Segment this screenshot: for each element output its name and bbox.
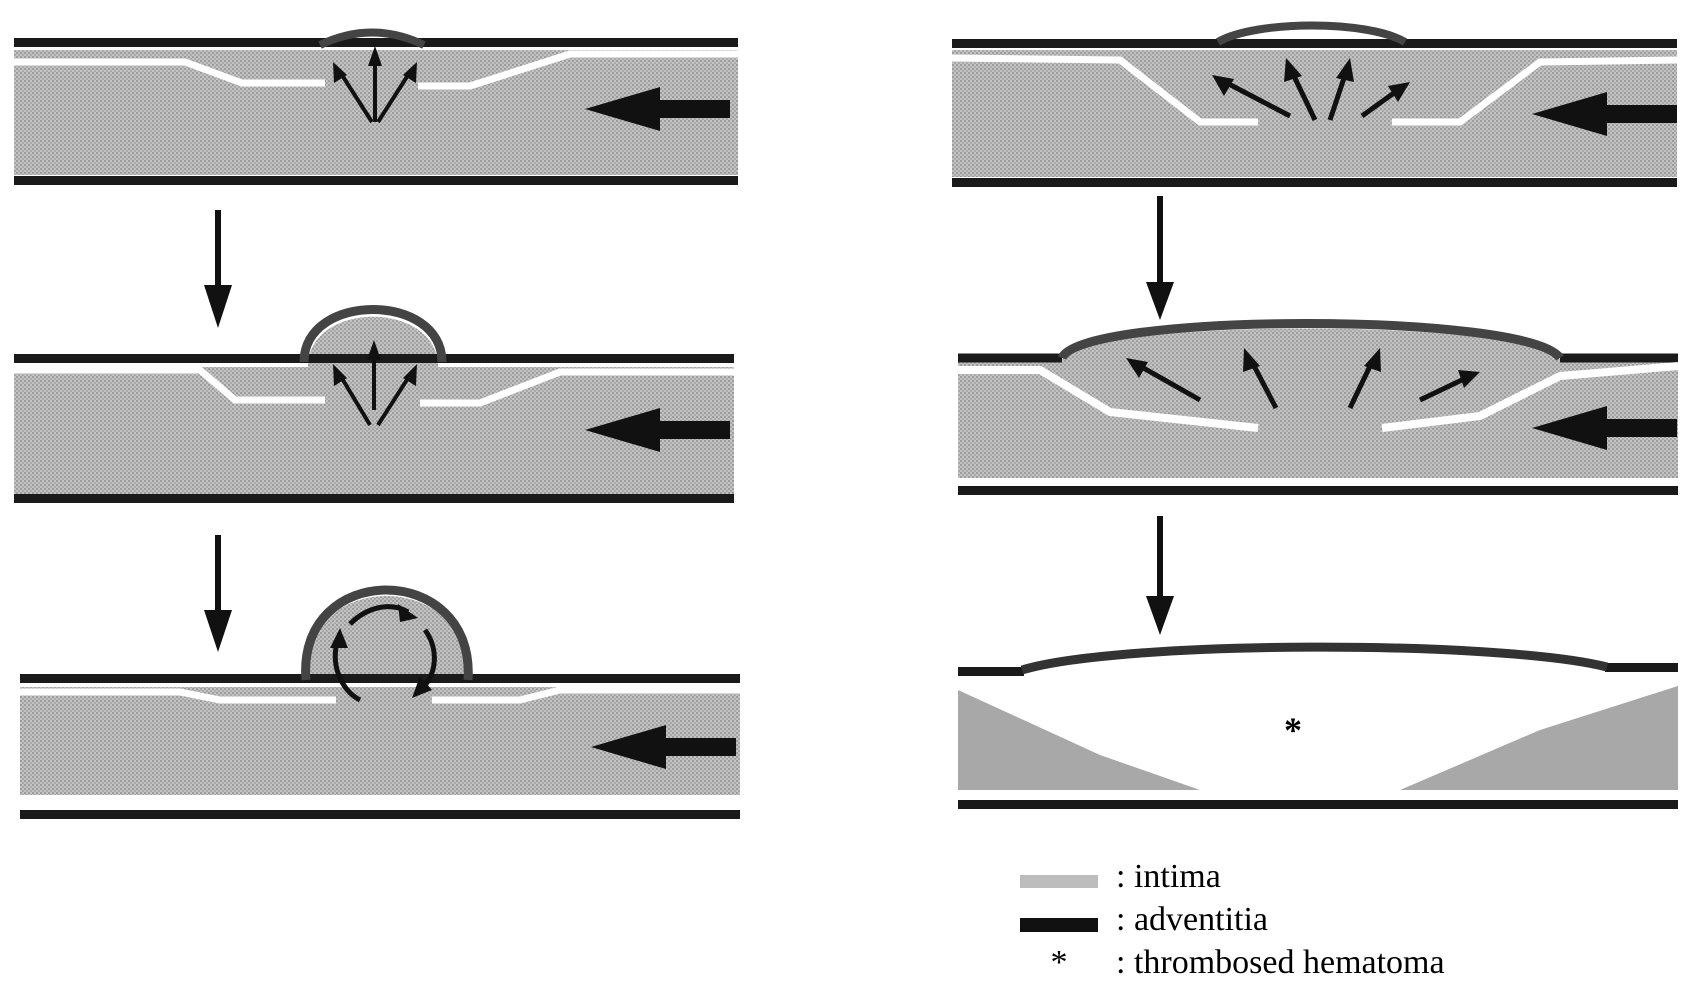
adventitia-swatch <box>1020 918 1098 932</box>
intimal-flap <box>20 688 336 704</box>
flow-arrow <box>1327 71 1349 121</box>
flow-arrow-head <box>1126 358 1148 378</box>
flow-arrow <box>376 70 412 124</box>
transition-arrow <box>204 535 232 652</box>
flow-arrow <box>376 373 412 427</box>
flow-arrow-head <box>398 604 418 622</box>
intima-wedge-left <box>958 690 1200 790</box>
adventitia-top <box>20 674 740 683</box>
flow-arrow-head <box>412 676 432 698</box>
flow-arrow <box>1289 70 1318 122</box>
flow-arrow-head <box>367 340 381 360</box>
adventitia-top <box>958 667 1024 676</box>
flow-arrow-head <box>1336 58 1354 82</box>
intima-wedge-right <box>1400 686 1678 790</box>
adventitia-bottom <box>14 494 734 503</box>
flow-arrow-head <box>333 364 347 386</box>
intimal-flap <box>958 366 1259 432</box>
adventitia-bottom <box>958 800 1678 809</box>
flow-arrow-head <box>1364 348 1381 372</box>
thrombosed-hematoma-marker: * <box>1284 710 1302 750</box>
intimal-flap <box>418 50 738 90</box>
intimal-flap <box>1392 56 1678 126</box>
flow-arrow <box>1360 87 1400 119</box>
flow-arrow-head <box>333 62 347 83</box>
panel-left-2 <box>14 305 734 503</box>
intimal-flap <box>14 58 325 87</box>
flow-arrow <box>1418 375 1468 403</box>
flow-arrow <box>338 70 374 124</box>
intima-swatch <box>1020 875 1098 888</box>
asterisk-symbol: * <box>1050 944 1068 981</box>
blood-flow-arrow <box>656 738 736 756</box>
flow-arrow <box>1347 360 1375 410</box>
blood-flow-arrow <box>1597 105 1677 123</box>
blood-flow-arrow <box>650 421 730 439</box>
bulge-adventitia <box>318 28 426 49</box>
blood-flow-arrow <box>1597 419 1677 437</box>
flow-arrow-head <box>1458 370 1480 388</box>
blood-flow-arrowhead <box>1532 406 1607 450</box>
flow-arrow-head <box>403 62 417 83</box>
adventitia-top <box>952 39 1677 48</box>
adventitia-bottom <box>14 176 738 185</box>
panel-right-1 <box>951 21 1678 187</box>
intimal-flap <box>1381 362 1679 432</box>
bulge-adventitia <box>1216 21 1408 46</box>
flow-arrow-head <box>1284 58 1302 82</box>
flow-arrow <box>1249 360 1279 410</box>
flow-arrow <box>338 373 372 427</box>
adventitia-top <box>14 38 738 47</box>
bulge-adventitia <box>301 585 473 681</box>
panel-left-1 <box>14 28 738 185</box>
transition-arrow <box>204 210 232 328</box>
adventitia-top <box>1605 663 1678 672</box>
flow-arrow-head <box>1212 75 1234 96</box>
flow-arrow-head <box>1388 82 1410 102</box>
flow-arrow-head <box>368 46 382 66</box>
transition-arrow <box>1146 196 1174 320</box>
intimal-flap <box>951 54 1258 126</box>
intimal-flap <box>14 366 325 404</box>
flow-arrow <box>1138 363 1202 403</box>
bulge-adventitia <box>1057 319 1564 362</box>
intimal-flap <box>432 686 740 704</box>
blood-flow-arrow <box>650 100 730 118</box>
blood-flow-arrowhead <box>1532 92 1607 136</box>
flow-arrow-head <box>330 628 348 648</box>
panel-right-3: * <box>958 642 1678 809</box>
legend-label: : thrombosed hematoma <box>1116 944 1445 981</box>
flow-arrow-head <box>1243 348 1260 372</box>
transition-arrow <box>1146 516 1174 635</box>
panel-left-3 <box>20 585 740 819</box>
blood-flow-arrowhead <box>585 408 660 452</box>
adventitia-bottom <box>958 486 1678 495</box>
panel-right-2 <box>958 319 1679 495</box>
adventitia-bottom <box>20 810 740 819</box>
flow-arrow <box>1223 79 1292 119</box>
bulge-adventitia <box>299 305 447 363</box>
intimal-flap <box>420 368 734 407</box>
legend-label: : adventitia <box>1116 901 1269 938</box>
bulge-adventitia <box>1020 642 1609 675</box>
flow-arrow-head <box>403 364 417 386</box>
adventitia-bottom <box>952 178 1677 187</box>
blood-flow-arrowhead <box>585 87 660 131</box>
blood-flow-arrowhead <box>591 725 666 769</box>
legend-label: : intima <box>1116 858 1221 895</box>
